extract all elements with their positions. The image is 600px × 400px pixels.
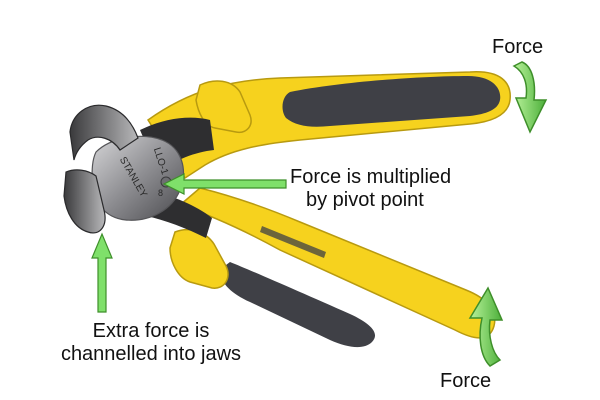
jaws-label-line1: Extra force is bbox=[92, 320, 210, 342]
lower-handle-print bbox=[260, 226, 326, 258]
force-arrow-top bbox=[512, 61, 548, 134]
upper-jaw bbox=[69, 104, 139, 161]
upper-handle-guard bbox=[195, 80, 252, 134]
lower-handle-guard bbox=[169, 228, 229, 289]
pivot-label-line1: Force is multiplied bbox=[290, 166, 452, 188]
upper-handle-grip bbox=[282, 76, 501, 127]
pivot-label-line2: by pivot point bbox=[306, 189, 424, 211]
jaws-label: Extra force is channelled into jaws bbox=[36, 320, 266, 366]
jaws-pointer-arrow bbox=[91, 232, 113, 313]
lower-handle-grip bbox=[221, 262, 376, 348]
lower-handle bbox=[178, 187, 496, 339]
force-arrow-bottom bbox=[468, 286, 504, 367]
pivot-label: Force is multiplied by pivot point bbox=[290, 166, 451, 212]
jaws-label-line2: channelled into jaws bbox=[60, 343, 242, 365]
stamp-number-text: 8 bbox=[158, 188, 163, 198]
pivot-pointer-arrow bbox=[162, 173, 287, 195]
force-label-bottom: Force bbox=[440, 370, 492, 392]
force-label-top: Force bbox=[492, 36, 544, 58]
lower-jaw bbox=[63, 169, 106, 234]
